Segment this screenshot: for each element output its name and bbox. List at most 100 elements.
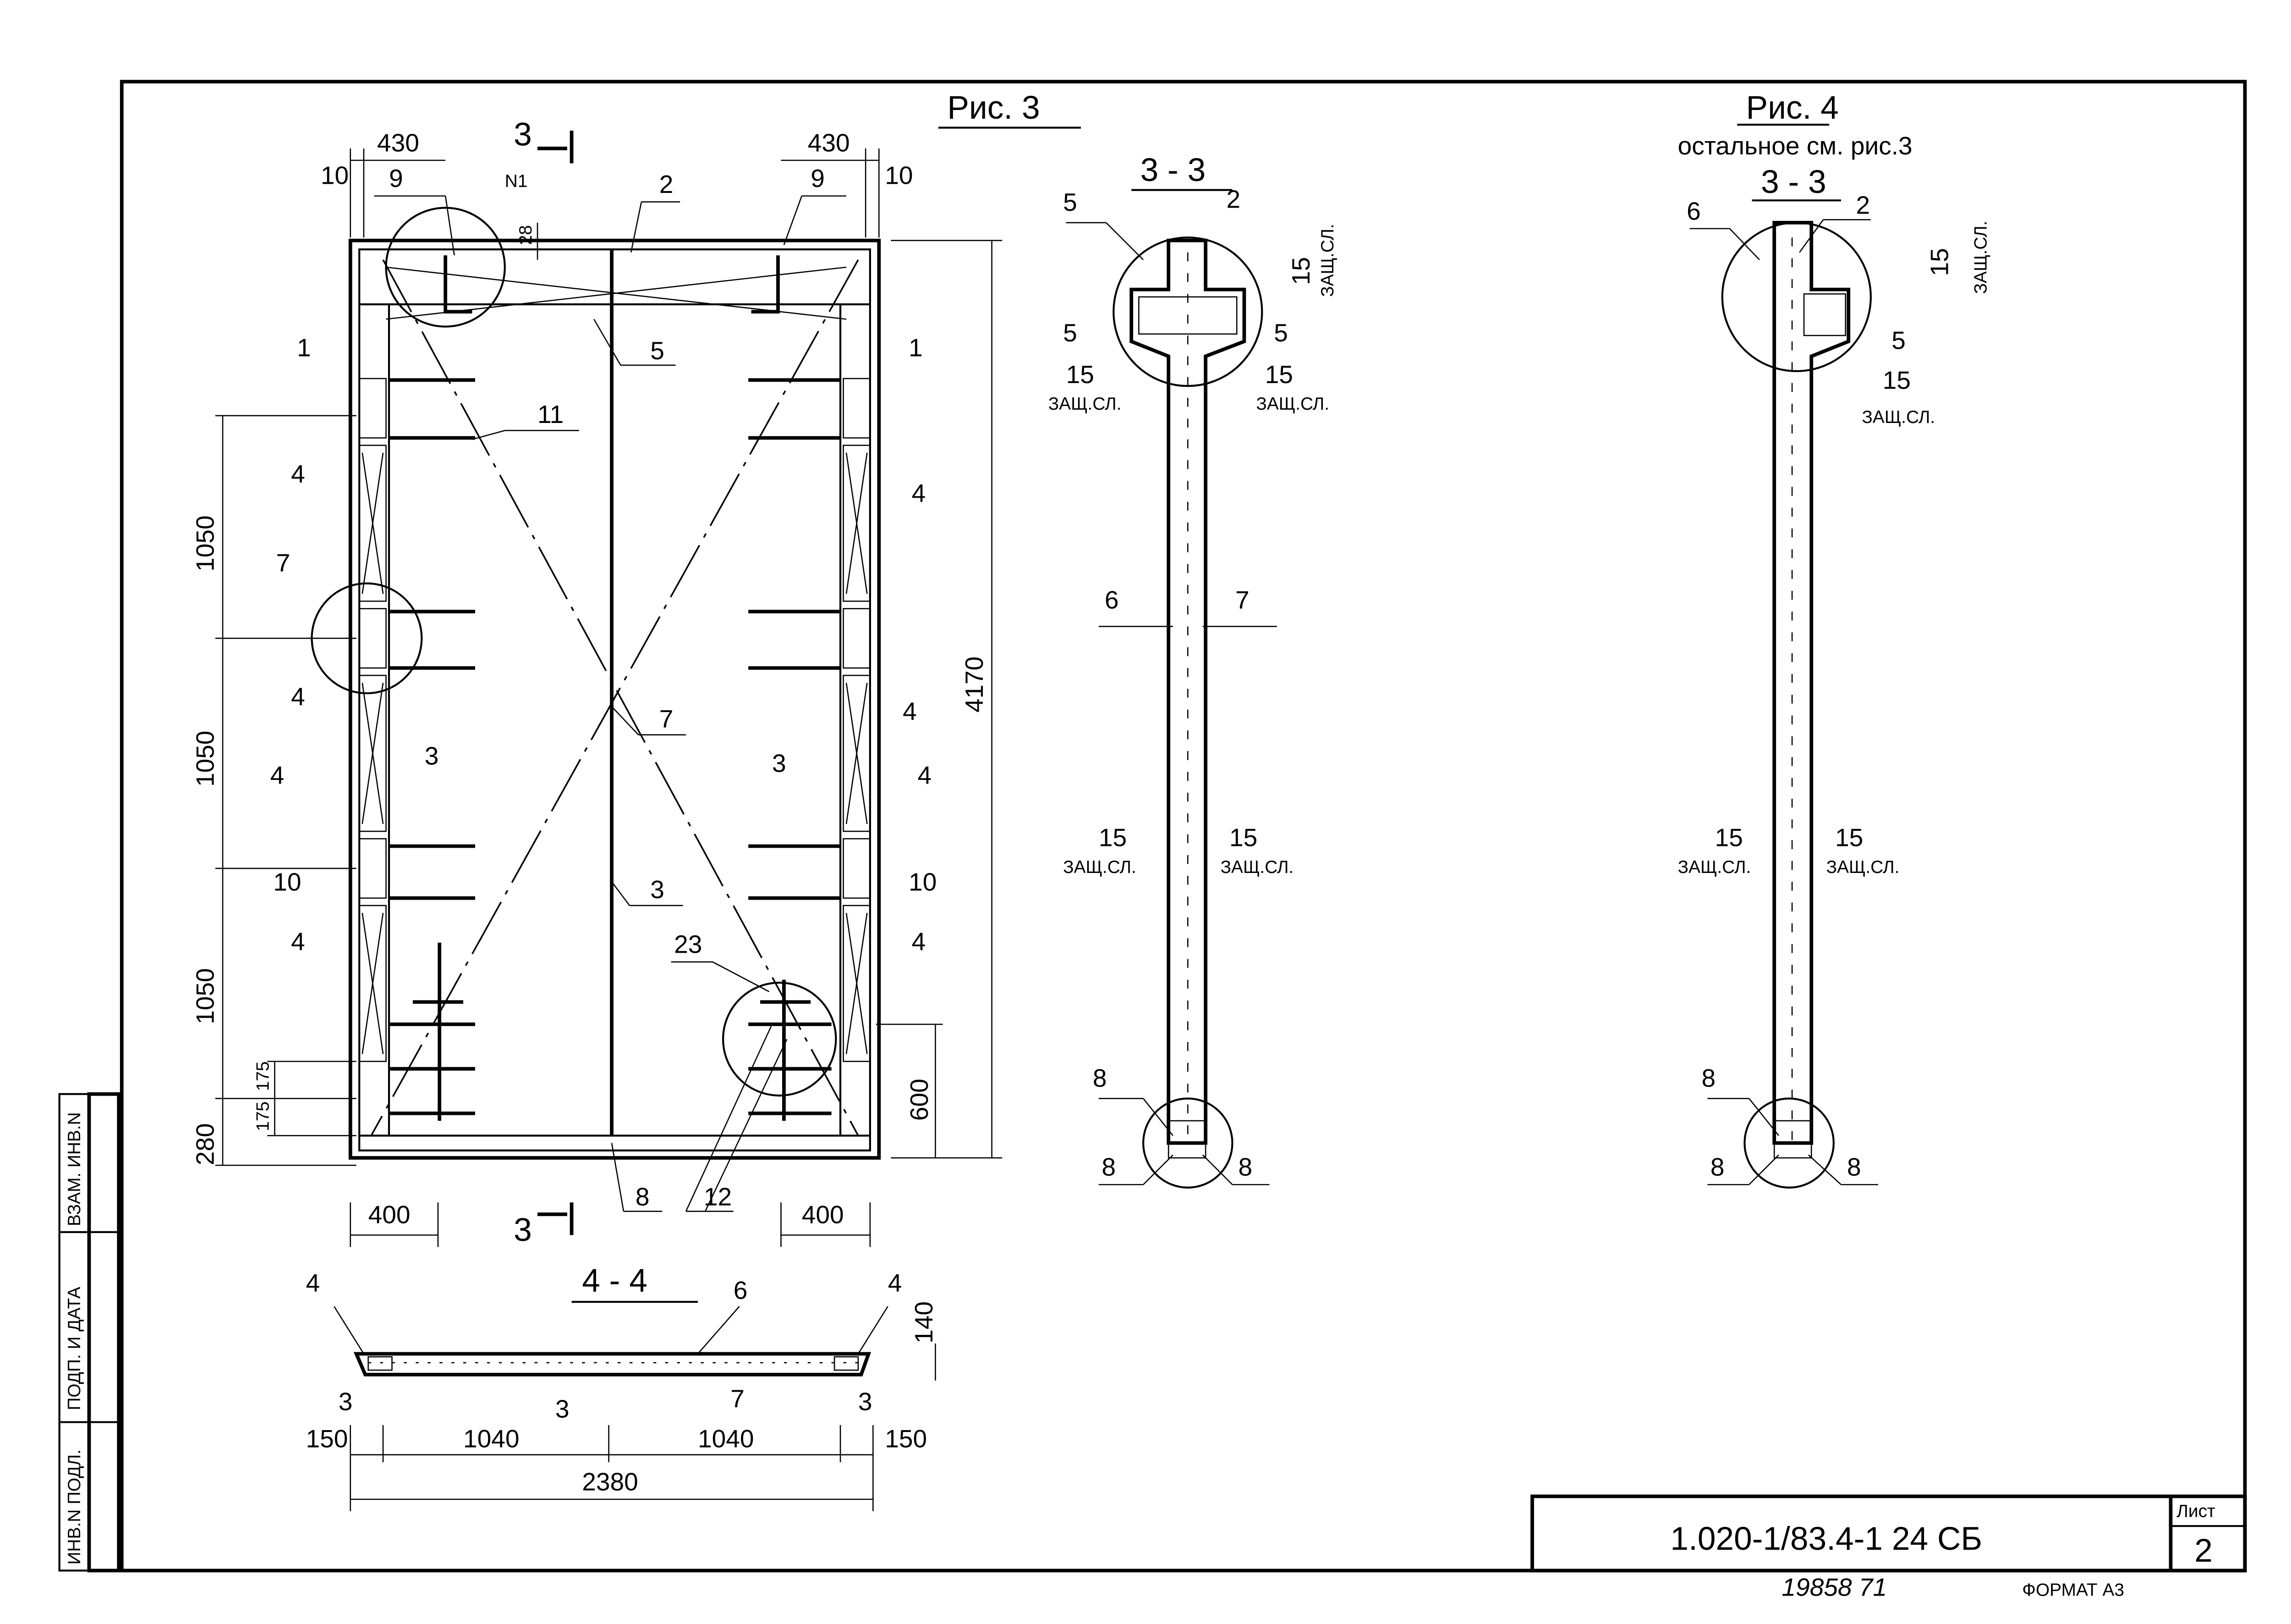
callout: 6 [734, 1276, 748, 1305]
title-block: 1.020-1/83.4-1 24 СБ Лист 2 [1530, 1494, 2247, 1573]
dim-1040-left: 1040 [463, 1425, 520, 1453]
callout: 1 [297, 333, 311, 362]
callout: 4 [903, 697, 917, 725]
callout: 8 [1102, 1153, 1116, 1181]
sheet-label: Лист [2176, 1502, 2215, 1521]
figure-4: Рис. 4 остальное см. рис.3 3 - 3 6 2 5 8… [1678, 89, 1991, 1189]
callout: 3 [858, 1388, 872, 1416]
dim-bottom-right-400: 400 [802, 1200, 844, 1229]
stamp-cell-signature-date: ПОДП. И ДАТА [65, 1287, 84, 1410]
callout: 2 [1227, 185, 1241, 214]
figure-3-title: Рис. 3 [947, 89, 1040, 126]
section-3-3-fig3: 3 - 3 5 2 5 5 6 7 8 8 8 15 ЗАЩ.СЛ. 15 ЗА… [1048, 152, 1337, 1189]
dim-2380: 2380 [582, 1467, 638, 1496]
callout: 8 [1710, 1153, 1725, 1181]
cover-label: ЗАЩ.СЛ. [1256, 394, 1329, 414]
callout: 8 [1847, 1153, 1861, 1181]
callout: 4 [306, 1268, 320, 1297]
callout: 2 [1856, 191, 1870, 219]
dim-1040-right: 1040 [698, 1425, 754, 1453]
callout: 5 [1891, 326, 1906, 354]
section-3-3-title: 3 - 3 [1140, 152, 1206, 188]
callout: 3 [555, 1395, 570, 1423]
dim-140: 140 [910, 1301, 938, 1344]
callout: 4 [270, 761, 285, 789]
callout: 5 [1274, 318, 1288, 347]
callout: 7 [659, 704, 674, 733]
callout: 8 [1093, 1064, 1107, 1092]
callout: 6 [1687, 197, 1701, 225]
inventory-number: 19858 71 [1781, 1573, 1887, 1601]
callout: N1 [505, 171, 528, 191]
cover-label: ЗАЩ.СЛ. [1826, 857, 1900, 877]
cover-thickness: 15 [1265, 360, 1293, 389]
dim-top-right-430: 430 [808, 128, 850, 157]
callout: 3 [339, 1388, 353, 1416]
format-label: ФОРМАТ А3 [2022, 1580, 2124, 1600]
callout: 5 [1063, 188, 1077, 216]
callout: 3 [425, 741, 439, 770]
stamp-cell-replace-inv: ВЗАМ. ИНВ.N [65, 1112, 84, 1226]
dim-bottom-left-400: 400 [368, 1200, 411, 1229]
callout: 4 [291, 460, 305, 488]
dim-top-left-430: 430 [377, 128, 419, 157]
callout: 4 [912, 479, 926, 507]
cover-thickness: 15 [1287, 257, 1315, 285]
callout: 4 [291, 682, 305, 711]
callout: 10 [273, 868, 301, 896]
callout: 8 [1701, 1064, 1716, 1092]
callout: 5 [650, 336, 664, 365]
dim-175-upper: 175 [253, 1061, 273, 1091]
drawing-designation: 1.020-1/83.4-1 24 СБ [1670, 1520, 1982, 1557]
section-4-4-title: 4 - 4 [582, 1262, 647, 1299]
drawing-frame [120, 80, 2247, 1573]
cover-label: ЗАЩ.СЛ. [1048, 394, 1122, 414]
callout: 4 [291, 927, 305, 955]
dim-150-right: 150 [885, 1425, 927, 1453]
callout: 9 [811, 164, 825, 192]
callout: 7 [730, 1384, 745, 1413]
callout: 11 [537, 400, 564, 428]
callout: 4 [888, 1268, 902, 1297]
callout: 8 [636, 1182, 650, 1211]
cover-thickness: 15 [1066, 360, 1094, 389]
callout: 23 [674, 930, 702, 959]
callout: 10 [909, 868, 937, 896]
cover-label: ЗАЩ.СЛ. [1862, 407, 1935, 427]
dim-175-lower: 175 [253, 1102, 273, 1131]
callout: 3 [650, 875, 664, 904]
callout: 8 [1238, 1153, 1252, 1181]
cover-label: ЗАЩ.СЛ. [1971, 221, 1991, 294]
callout: 7 [276, 549, 290, 577]
cover-thickness: 15 [1229, 823, 1257, 852]
callout: 4 [912, 927, 926, 955]
detail-circle-n1 [385, 207, 506, 328]
callout: 3 [772, 749, 786, 778]
dim-1050-upper: 1050 [191, 516, 219, 571]
callout: 9 [389, 164, 403, 192]
dim-top-left-10: 10 [321, 161, 349, 190]
stamp-cell-original-inv: ИНВ.N ПОДЛ. [65, 1449, 84, 1564]
callout: 5 [1063, 318, 1077, 347]
figure-4-title: Рис. 4 [1746, 89, 1839, 126]
callout: 4 [918, 761, 932, 789]
figure-4-section-title: 3 - 3 [1761, 164, 1826, 200]
dim-150-left: 150 [306, 1425, 348, 1453]
callout: 1 [909, 333, 923, 362]
sheet-number: 2 [2194, 1532, 2213, 1569]
dim-280: 280 [191, 1123, 219, 1165]
section-4-4: 4 - 4 4 6 4 3 3 7 3 140 150 1040 1040 15… [306, 1262, 938, 1511]
dim-1050-middle: 1050 [191, 730, 219, 786]
dim-600: 600 [905, 1079, 933, 1121]
cover-thickness: 15 [1883, 366, 1911, 395]
cover-label: ЗАЩ.СЛ. [1318, 224, 1337, 297]
dim-total-4170: 4170 [960, 656, 988, 712]
cover-label: ЗАЩ.СЛ. [1063, 857, 1136, 877]
callout: 12 [704, 1182, 732, 1211]
cover-thickness: 15 [1925, 248, 1953, 276]
dim-top-right-10: 10 [885, 161, 913, 190]
cut-mark-top: 3 [514, 116, 532, 153]
cut-mark-bottom: 3 [514, 1212, 532, 1248]
fig3-callouts: 9 N1 2 9 5 1 1 11 4 4 7 7 4 3 3 4 4 4 10… [270, 164, 937, 1211]
